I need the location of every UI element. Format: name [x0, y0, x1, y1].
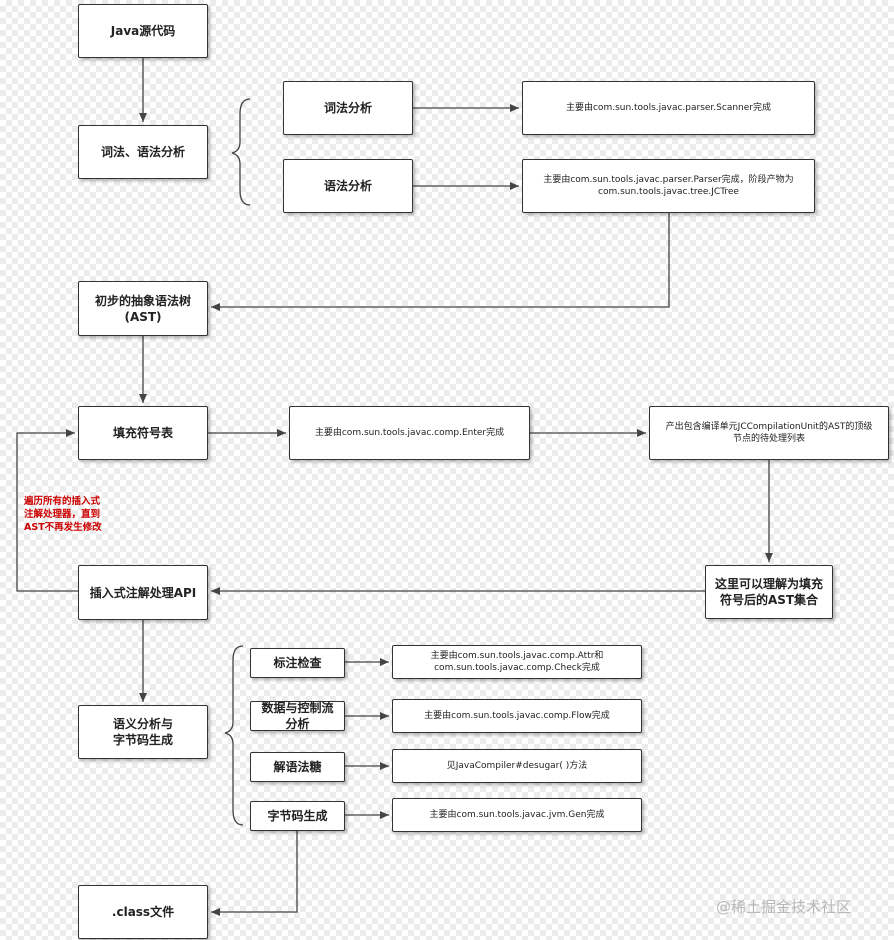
- node-class-file: .class文件: [78, 885, 208, 939]
- node-lex-syntax-label: 词法、语法分析: [100, 145, 185, 159]
- node-mark-check: 标注检查: [250, 648, 345, 678]
- node-desugar: 解语法糖: [250, 752, 345, 782]
- node-parser-desc-line2: com.sun.tools.javac.tree.JCTree: [598, 187, 739, 197]
- node-desugar-desc: 见JavaCompiler#desugar( )方法: [392, 749, 642, 783]
- node-parser-desc: 主要由com.sun.tools.javac.parser.Parser完成，阶…: [522, 159, 815, 213]
- arrow-parser-to-ast: [211, 212, 670, 311]
- node-lex-syntax: 词法、语法分析: [78, 125, 208, 179]
- node-class-file-label: .class文件: [111, 905, 175, 919]
- node-flow-line2: 分析: [285, 717, 310, 731]
- node-ast-line1: 初步的抽象语法树: [94, 293, 191, 308]
- node-fill-symbol-label: 填充符号表: [112, 426, 173, 440]
- node-flow-line1: 数据与控制流: [261, 701, 334, 715]
- node-mark-check-label: 标注检查: [273, 656, 322, 670]
- node-flow-desc: 主要由com.sun.tools.javac.comp.Flow完成: [392, 699, 642, 733]
- node-ast: 初步的抽象语法树 (AST): [78, 281, 208, 336]
- brace-lex-syntax: [231, 98, 251, 206]
- node-enter-desc-label: 主要由com.sun.tools.javac.comp.Enter完成: [314, 428, 505, 438]
- loop-note-line3: AST不再发生修改: [24, 522, 102, 533]
- node-scanner-desc: 主要由com.sun.tools.javac.parser.Scanner完成: [522, 81, 815, 135]
- node-gen-desc-label: 主要由com.sun.tools.javac.jvm.Gen完成: [429, 810, 605, 820]
- arrow-bytecode-to-class: [211, 830, 298, 916]
- node-lexical: 词法分析: [283, 81, 413, 135]
- node-syntax: 语法分析: [283, 159, 413, 213]
- watermark: @稀土掘金技术社区: [716, 898, 852, 916]
- node-fill-symbol: 填充符号表: [78, 406, 208, 460]
- node-lexical-label: 词法分析: [323, 101, 372, 115]
- node-ast-set-line1: 这里可以理解为填充: [714, 577, 823, 591]
- node-bytecode-label: 字节码生成: [267, 809, 328, 823]
- node-produce-list: 产出包含编译单元JCCompilationUnit的AST的顶级 节点的待处理列…: [649, 406, 889, 460]
- loop-note: 遍历所有的插入式 注解处理器，直到 AST不再发生修改: [24, 495, 124, 534]
- node-syntax-label: 语法分析: [323, 179, 372, 193]
- node-java-source: Java源代码: [78, 4, 208, 58]
- node-ast-set: 这里可以理解为填充 符号后的AST集合: [705, 565, 833, 619]
- node-ast-line2: (AST): [124, 309, 162, 324]
- node-flow: 数据与控制流 分析: [250, 701, 345, 731]
- node-parser-desc-line1: 主要由com.sun.tools.javac.parser.Parser完成，阶…: [543, 175, 794, 185]
- loop-note-line2: 注解处理器，直到: [24, 509, 101, 520]
- loop-note-line1: 遍历所有的插入式: [24, 496, 101, 507]
- node-attr-desc-line1: 主要由com.sun.tools.javac.comp.Attr和: [430, 651, 604, 661]
- node-annotation-api-label: 插入式注解处理API: [89, 585, 197, 600]
- node-enter-desc: 主要由com.sun.tools.javac.comp.Enter完成: [289, 406, 530, 460]
- node-produce-list-line2: 节点的待处理列表: [732, 434, 805, 444]
- node-semantic-line2: 字节码生成: [112, 733, 173, 747]
- node-ast-set-line2: 符号后的AST集合: [719, 593, 819, 607]
- arrow-loop-back: [16, 429, 78, 592]
- node-gen-desc: 主要由com.sun.tools.javac.jvm.Gen完成: [392, 798, 642, 832]
- node-attr-desc-line2: com.sun.tools.javac.comp.Check完成: [434, 663, 600, 673]
- node-semantic: 语义分析与 字节码生成: [78, 705, 208, 759]
- node-annotation-api: 插入式注解处理API: [78, 565, 208, 620]
- node-java-source-label: Java源代码: [110, 24, 176, 38]
- brace-semantic: [224, 645, 244, 826]
- node-scanner-desc-label: 主要由com.sun.tools.javac.parser.Scanner完成: [565, 103, 771, 113]
- node-desugar-desc-label: 见JavaCompiler#desugar( )方法: [446, 761, 588, 771]
- node-attr-desc: 主要由com.sun.tools.javac.comp.Attr和 com.su…: [392, 645, 642, 679]
- node-bytecode: 字节码生成: [250, 801, 345, 831]
- node-produce-list-line1: 产出包含编译单元JCCompilationUnit的AST的顶级: [665, 422, 873, 432]
- node-flow-desc-label: 主要由com.sun.tools.javac.comp.Flow完成: [424, 711, 610, 721]
- node-semantic-line1: 语义分析与: [112, 717, 173, 731]
- node-desugar-label: 解语法糖: [273, 760, 322, 774]
